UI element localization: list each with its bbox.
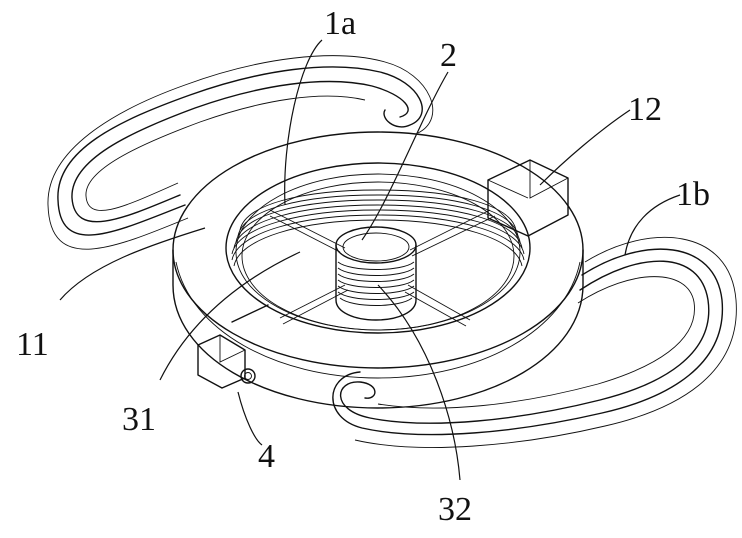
label-32: 32 bbox=[438, 491, 472, 528]
label-31: 31 bbox=[122, 401, 156, 438]
label-1b: 1b bbox=[676, 176, 710, 213]
center-hub bbox=[335, 226, 417, 321]
reference-labels: 1a 2 12 1b 11 31 4 32 bbox=[16, 5, 710, 528]
label-1a: 1a bbox=[324, 5, 356, 42]
label-12: 12 bbox=[628, 91, 662, 128]
spokes bbox=[269, 209, 496, 327]
inner-threads bbox=[231, 189, 525, 267]
bolt-assembly bbox=[197, 304, 269, 389]
label-4: 4 bbox=[258, 438, 275, 475]
outer-ring bbox=[172, 131, 584, 409]
label-2: 2 bbox=[440, 37, 457, 74]
leader-lines bbox=[59, 39, 681, 481]
right-handle-band bbox=[332, 237, 737, 448]
label-11: 11 bbox=[16, 326, 49, 363]
clamp-block-right bbox=[487, 159, 569, 237]
